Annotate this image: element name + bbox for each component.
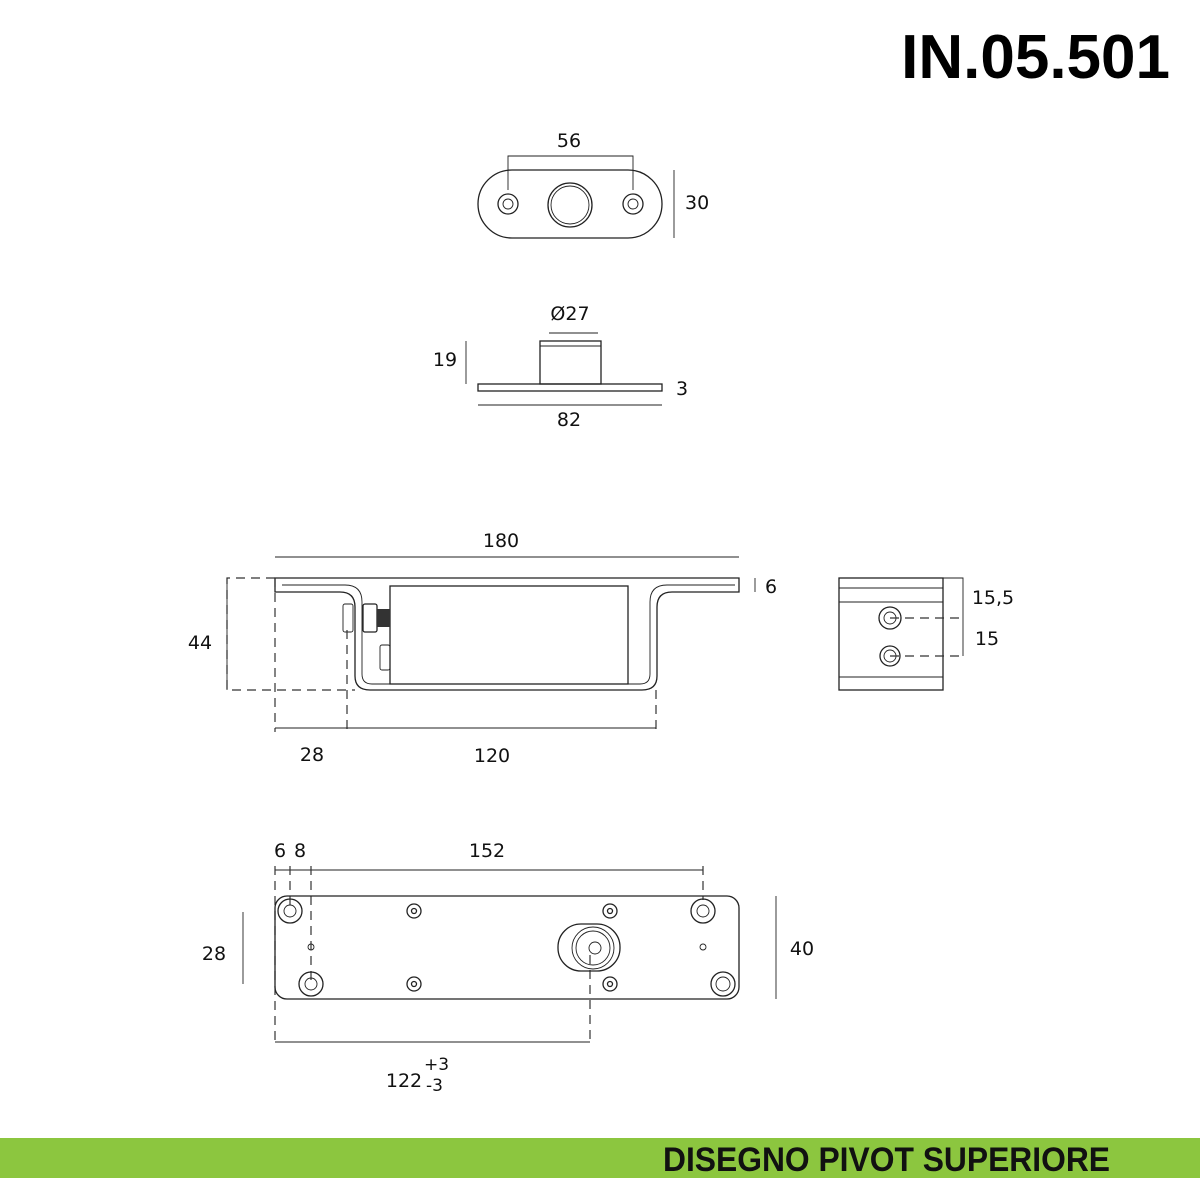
pivot-ring-inner xyxy=(575,930,611,966)
top-view: 56 30 xyxy=(477,130,709,239)
pivot-ring xyxy=(571,926,615,970)
nut xyxy=(362,603,378,633)
bolt-head xyxy=(878,606,902,630)
bolt-thread xyxy=(377,609,390,627)
pivot-housing xyxy=(557,923,621,972)
plate-outline xyxy=(477,169,663,239)
screw-hole xyxy=(497,193,519,215)
dim-offset: 28 xyxy=(300,744,324,766)
screw-inner xyxy=(606,907,614,915)
extension-lines xyxy=(274,578,657,732)
bottom-view: 6 8 152 28 40 122 +3 -3 xyxy=(202,840,814,1096)
pivot-pin xyxy=(547,182,593,228)
mount-hole xyxy=(710,971,736,997)
pivot-axis xyxy=(588,941,602,955)
dim-hole-vertical: 28 xyxy=(202,943,226,965)
mount-hole-inner xyxy=(304,977,318,991)
dim-box-length: 120 xyxy=(474,745,510,767)
end-outline xyxy=(838,577,944,691)
screw-inner xyxy=(410,980,418,988)
dim-bolt-spacing: 15 xyxy=(975,628,999,650)
bolt-head xyxy=(879,645,901,667)
dim-plate-thickness: 3 xyxy=(676,378,688,400)
dim-edge-offset: 6 xyxy=(274,840,286,862)
small-hole xyxy=(699,943,707,951)
screw xyxy=(602,976,618,992)
screw xyxy=(406,976,422,992)
dim-height: 30 xyxy=(685,192,709,214)
tolerance-minus: -3 xyxy=(426,1076,443,1096)
side-view: Ø27 19 3 82 xyxy=(433,303,688,431)
dim-diameter: Ø27 xyxy=(550,303,589,325)
screw-inner xyxy=(410,907,418,915)
dim-plate-thickness: 6 xyxy=(765,576,777,598)
side-tab xyxy=(379,644,391,671)
dim-line-vertical xyxy=(943,577,964,656)
mount-hole xyxy=(298,971,324,997)
footer-caption: DISEGNO PIVOT SUPERIORE xyxy=(663,1141,1110,1179)
bracket-inner xyxy=(282,584,735,685)
screw-inner xyxy=(606,980,614,988)
door-outline-dashed xyxy=(226,577,355,691)
product-code: IN.05.501 xyxy=(901,23,1170,92)
dim-total-length: 180 xyxy=(483,530,519,552)
closer-body xyxy=(389,585,629,685)
footer-band xyxy=(0,1138,1200,1178)
dim-hole-spacing: 56 xyxy=(557,130,581,152)
bracket-outline xyxy=(274,577,740,691)
dim-length: 82 xyxy=(557,409,581,431)
screw-hole-inner xyxy=(627,198,639,210)
dim-hole-offset: 8 xyxy=(294,840,306,862)
dim-line-56 xyxy=(507,155,634,190)
mount-hole-inner xyxy=(715,976,731,992)
dim-width: 40 xyxy=(790,938,814,960)
dim-hole-spacing: 152 xyxy=(469,840,505,862)
dim-top-offset: 15,5 xyxy=(972,587,1014,609)
mount-hole xyxy=(690,898,716,924)
screw xyxy=(602,903,618,919)
adjust-tab xyxy=(342,603,354,633)
mount-hole-inner xyxy=(696,904,710,918)
screw xyxy=(406,903,422,919)
mount-hole-inner xyxy=(283,904,297,918)
pivot-pin-inner xyxy=(550,185,590,225)
end-view: 15,5 15 xyxy=(838,577,1014,691)
base-plate xyxy=(477,383,663,392)
center-lines xyxy=(890,617,963,657)
screw-hole xyxy=(622,193,644,215)
pin-cylinder xyxy=(539,340,602,385)
tolerance-plus: +3 xyxy=(424,1055,449,1075)
dim-pivot-distance: 122 xyxy=(386,1070,422,1092)
plate-outline xyxy=(274,895,740,1000)
screw-hole-inner xyxy=(502,198,514,210)
dim-depth: 44 xyxy=(188,632,212,654)
end-lines xyxy=(839,587,943,678)
mount-hole xyxy=(277,898,303,924)
small-hole xyxy=(307,943,315,951)
front-view: 180 44 6 28 120 xyxy=(188,530,777,767)
extension-lines xyxy=(274,866,704,1044)
dim-pin-height: 19 xyxy=(433,349,457,371)
